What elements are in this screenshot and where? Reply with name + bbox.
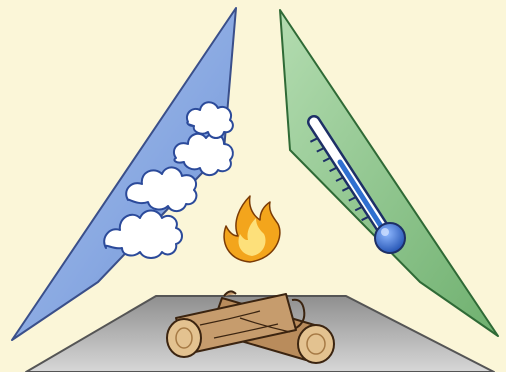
fuel-panel: [26, 291, 494, 372]
temperature-panel: [280, 10, 498, 336]
weather-panel: [12, 8, 236, 340]
flame-icon: [224, 196, 280, 262]
